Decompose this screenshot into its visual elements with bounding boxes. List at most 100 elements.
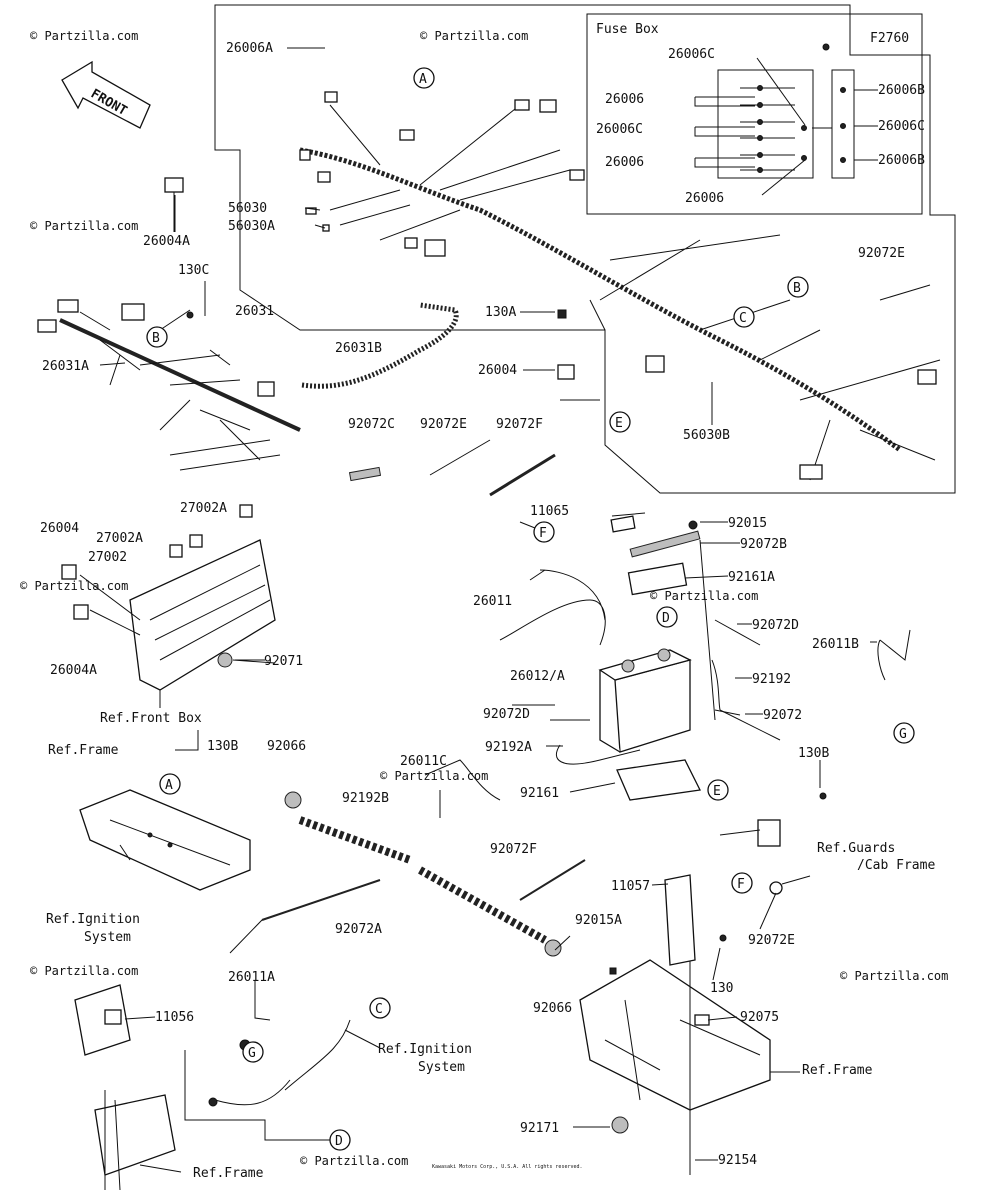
part-label: 26031B <box>335 341 382 356</box>
part-label: 26011 <box>473 594 512 609</box>
watermark: © Partzilla.com <box>380 769 488 783</box>
part-label: 56030B <box>683 428 730 443</box>
frame-pieces <box>74 789 771 1191</box>
fuse-box-title: Fuse Box <box>596 22 659 37</box>
svg-text:B: B <box>793 281 801 296</box>
part-label: 26004A <box>143 234 190 249</box>
part-label: 92192 <box>752 672 791 687</box>
part-label: 92154 <box>718 1153 757 1168</box>
ref-label: Ref.Frame <box>802 1063 873 1078</box>
svg-text:G: G <box>899 727 907 742</box>
clamp-92072c <box>348 466 382 482</box>
part-label: 92192B <box>342 791 389 806</box>
callout-e: E <box>609 411 631 433</box>
part-label: 26004 <box>40 521 79 536</box>
watermark: © Partzilla.com <box>30 29 138 43</box>
part-labels: 26006A 26004A 56030 56030A 26031 130C 26… <box>40 41 905 1168</box>
ref-label: System <box>418 1060 465 1075</box>
front-direction-arrow: FRONT <box>61 60 151 129</box>
part-label: 130C <box>178 263 209 278</box>
part-label: 92161 <box>520 786 559 801</box>
part-label: 92066 <box>267 739 306 754</box>
ref-label: Ref.Ignition <box>46 912 140 927</box>
svg-text:D: D <box>335 1134 343 1149</box>
part-label: 92075 <box>740 1010 779 1025</box>
watermark: © Partzilla.com <box>300 1154 408 1168</box>
svg-text:C: C <box>739 311 747 326</box>
callout-g: G <box>893 722 915 744</box>
part-label: 56030A <box>228 219 275 234</box>
tie-92072e <box>429 439 491 476</box>
ref-label: Ref.Frame <box>48 743 119 758</box>
ref-label: /Cab Frame <box>857 858 935 873</box>
callout-f: F <box>533 521 555 543</box>
svg-text:E: E <box>713 784 721 799</box>
svg-text:B: B <box>152 331 160 346</box>
svg-text:A: A <box>165 778 173 793</box>
part-label: 27002 <box>88 550 127 565</box>
part-label: 130A <box>485 305 516 320</box>
right-brackets <box>714 619 911 895</box>
part-label: 27002A <box>180 501 227 516</box>
watermark: © Partzilla.com <box>30 964 138 978</box>
fuse-box-frame <box>586 13 923 215</box>
front-box-assembly <box>61 504 276 708</box>
part-label: 92071 <box>264 654 303 669</box>
harness-cover-92192b <box>261 759 586 957</box>
main-wiring-harness <box>164 43 941 481</box>
part-label: 92161A <box>728 570 775 585</box>
part-label: 26004 <box>478 363 517 378</box>
part-label: 92072C <box>348 417 395 432</box>
callout-markers: A B B C E F D G A E F C G D <box>146 67 915 1151</box>
ref-label: Ref.Guards <box>817 841 895 856</box>
watermark: © Partzilla.com <box>840 969 948 983</box>
fuse-label: 26006 <box>685 191 724 206</box>
fuse-label: 26006B <box>878 83 925 98</box>
main-harness-outline <box>214 4 956 494</box>
watermark: © Partzilla.com <box>420 29 528 43</box>
fuse-block <box>717 69 814 179</box>
part-label: 26011B <box>812 637 859 652</box>
fuse-box-panel: Fuse Box F2760 26006C 26006 26006C 26006… <box>586 13 925 215</box>
part-label: 92072F <box>490 842 537 857</box>
callout-a: A <box>413 67 435 89</box>
callout-g: G <box>242 1041 264 1063</box>
part-label: 26011A <box>228 970 275 985</box>
part-label: 92192A <box>485 740 532 755</box>
corrugated-tube-26031b <box>301 302 459 389</box>
part-label: 92072D <box>752 618 799 633</box>
svg-text:E: E <box>615 416 623 431</box>
part-label: 26006A <box>226 41 273 56</box>
part-label: 92072B <box>740 537 787 552</box>
fuse-block-right <box>831 69 855 179</box>
part-label: 130B <box>798 746 829 761</box>
copyright-text: Kawasaki Motors Corp., U.S.A. All rights… <box>432 1164 583 1170</box>
fuse-label: 26006C <box>596 122 643 137</box>
callout-d: D <box>656 606 678 628</box>
watermark: © Partzilla.com <box>20 579 128 593</box>
part-label: 11056 <box>155 1010 194 1025</box>
fuse-label: 26006B <box>878 153 925 168</box>
part-label: 26011C <box>400 754 447 769</box>
fuse-label: 26006C <box>668 47 715 62</box>
callout-a: A <box>159 773 181 795</box>
callout-f: F <box>731 872 753 894</box>
callout-c: C <box>369 997 391 1019</box>
svg-text:A: A <box>419 72 427 87</box>
fuse-label: 26006C <box>878 119 925 134</box>
part-label: 92072D <box>483 707 530 722</box>
svg-text:F: F <box>737 877 745 892</box>
connector-26004a <box>164 177 184 193</box>
part-label: 92072E <box>420 417 467 432</box>
callout-b: B <box>787 276 809 298</box>
tie-92072e-right <box>879 284 931 301</box>
battery-assembly <box>499 515 781 801</box>
arrow-shape <box>61 60 151 129</box>
callout-b: B <box>146 326 168 348</box>
relay-26004 <box>557 364 575 380</box>
callout-d: D <box>329 1129 351 1151</box>
tie-92072f <box>489 453 556 497</box>
part-label: 92171 <box>520 1121 559 1136</box>
part-label: 92015 <box>728 516 767 531</box>
